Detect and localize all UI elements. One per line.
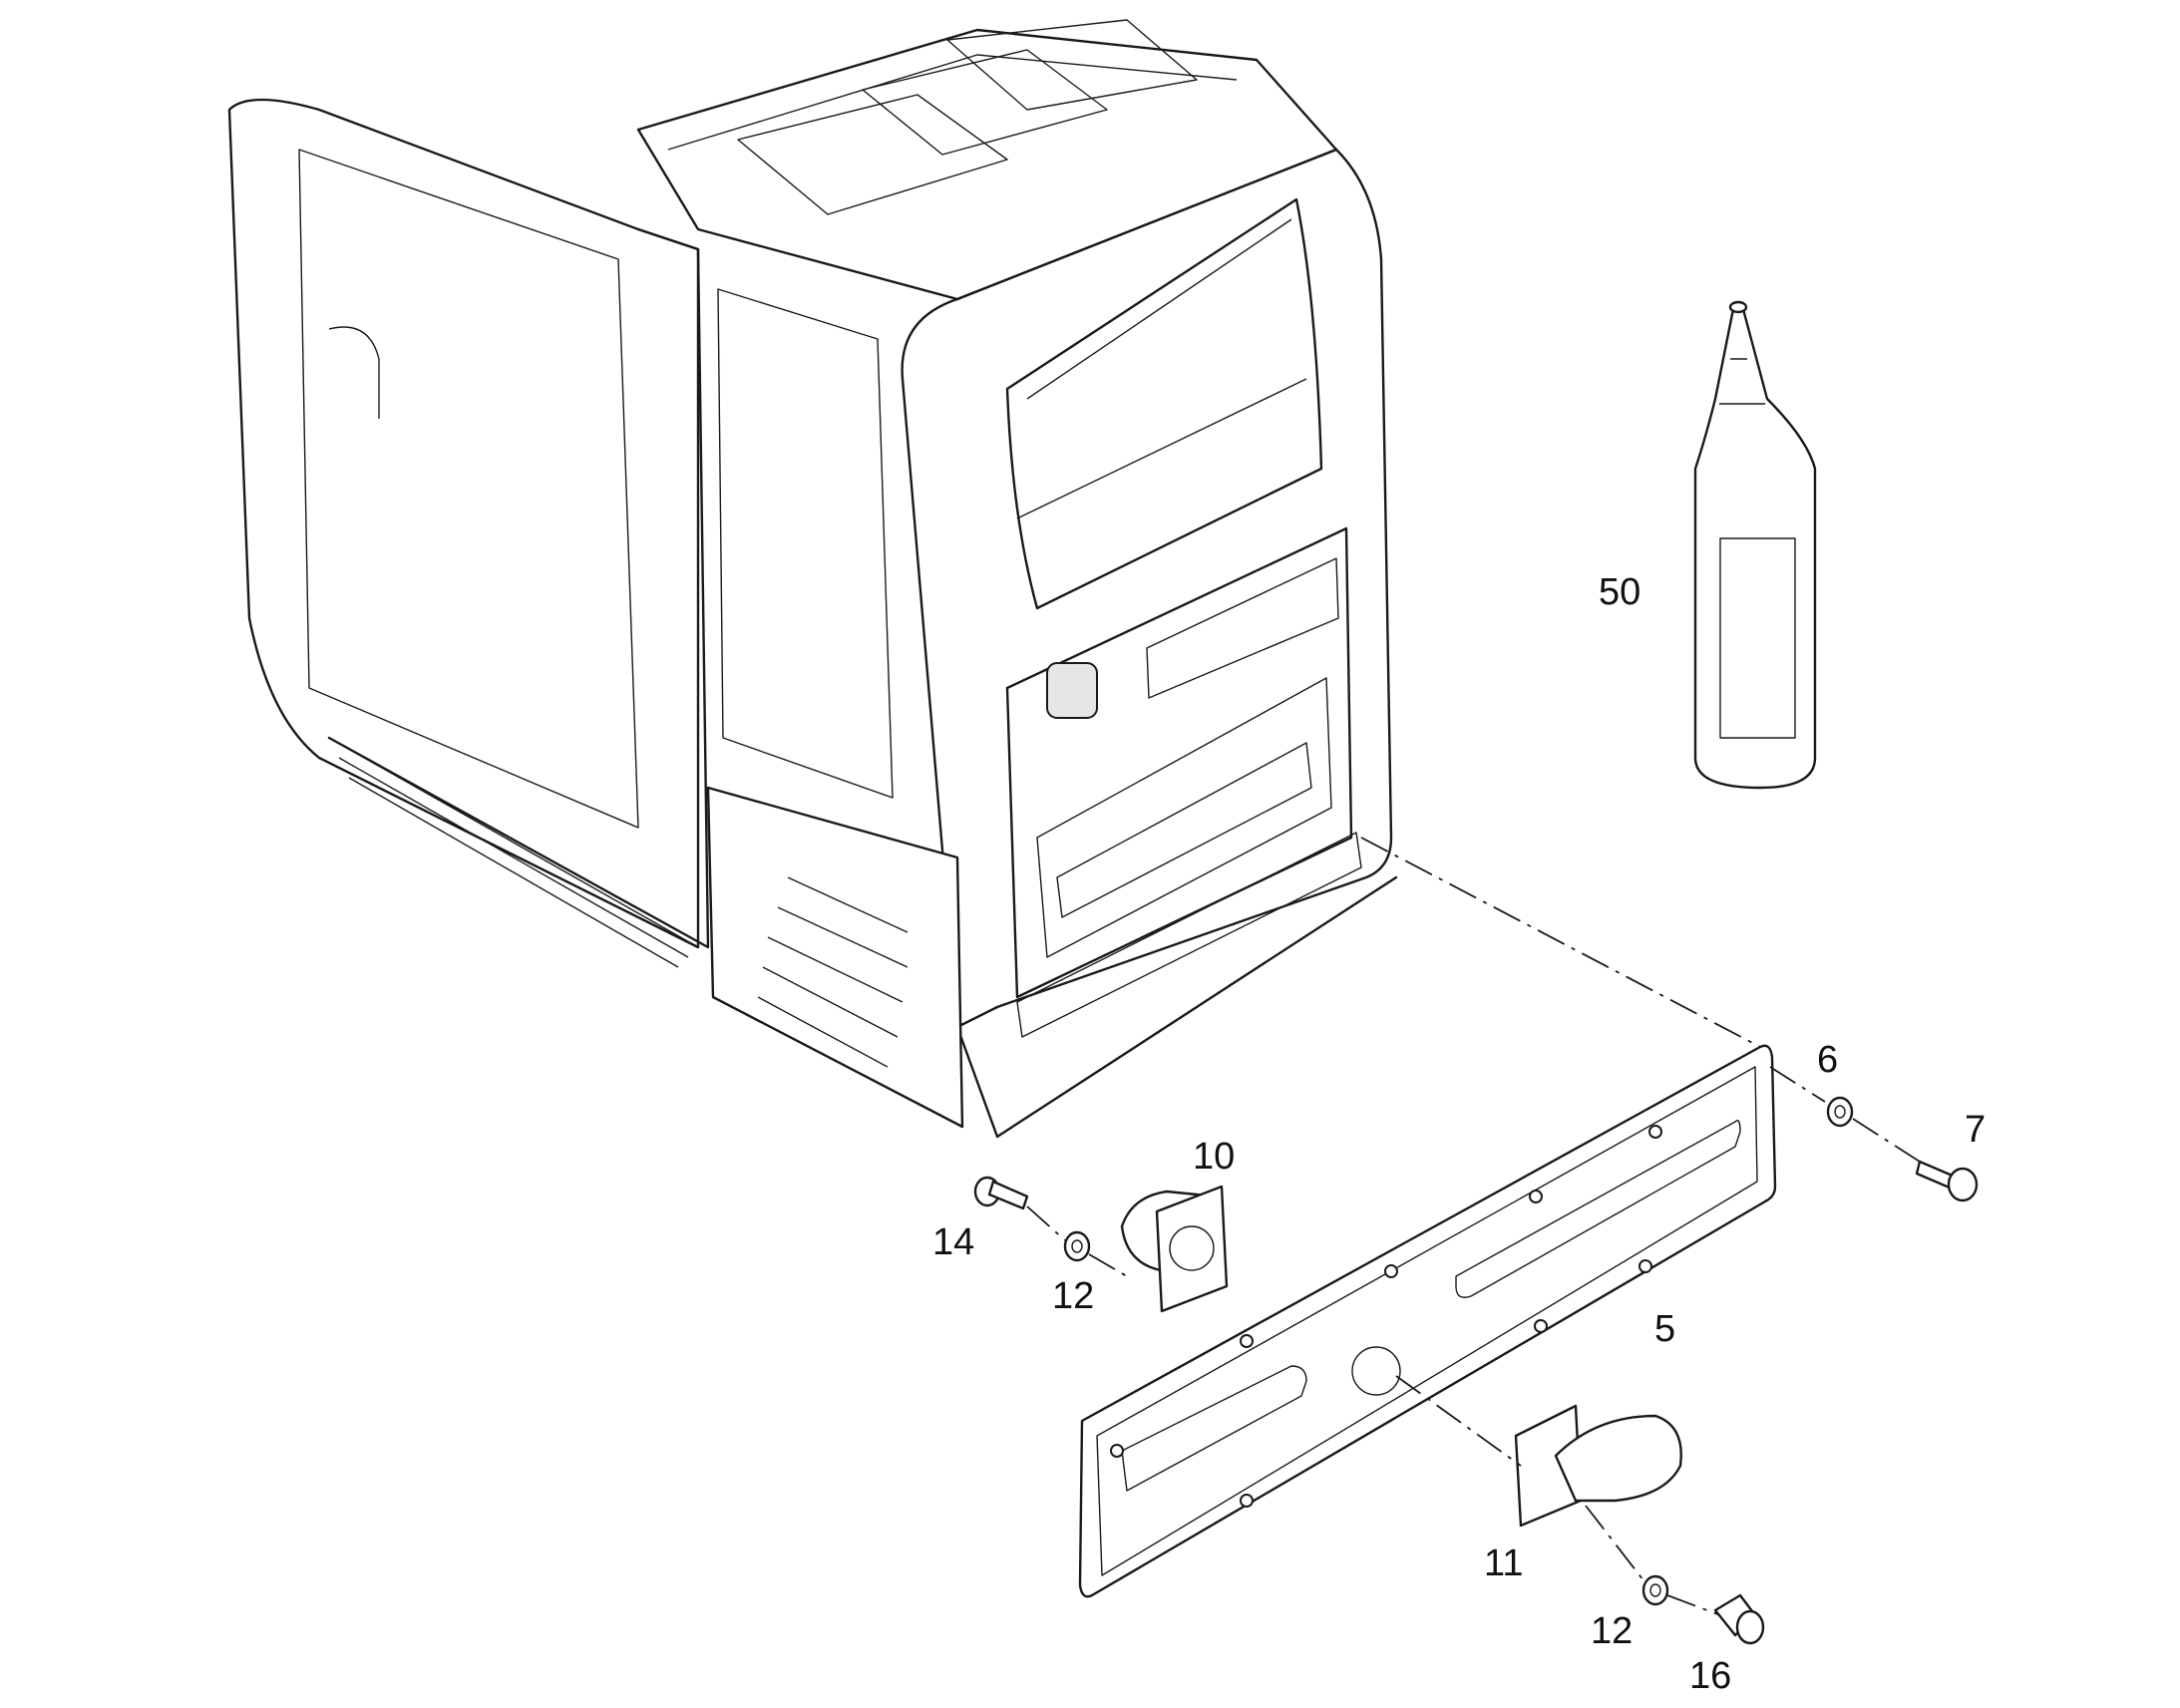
cab-door-open [227, 98, 700, 949]
callout-16: 16 [1689, 1655, 1731, 1697]
cab-floor-mat [338, 757, 689, 958]
callout-7: 7 [1965, 1109, 1986, 1151]
plate-center-hole [1351, 1346, 1401, 1396]
door-latch [1046, 662, 1098, 719]
fitting-10 [1120, 1185, 1229, 1313]
callout-14: 14 [932, 1221, 974, 1263]
bottle-label [1719, 537, 1796, 739]
callout-5: 5 [1654, 1308, 1675, 1350]
cab-side-label-plate [1146, 557, 1339, 699]
callout-10: 10 [1193, 1136, 1235, 1178]
door-glass [298, 149, 639, 829]
bottle-body [1693, 307, 1817, 790]
oil-bottle [1693, 300, 1817, 790]
alignment-lines [1026, 837, 1921, 1616]
cab-side-panel-lower [1005, 526, 1353, 999]
washer-12-bottom [1641, 1574, 1669, 1606]
roof-hatch-left [737, 94, 1008, 215]
callout-50: 50 [1599, 571, 1640, 613]
washer-12-top [1063, 1230, 1091, 1262]
plate-opening-right [1455, 1120, 1741, 1298]
cover-plate [1078, 1044, 1777, 1598]
screw-14 [973, 1176, 1029, 1210]
callout-6: 6 [1817, 1039, 1838, 1081]
cab-lower-cowl [706, 786, 964, 1129]
callout-12-top: 12 [1052, 1275, 1094, 1317]
roof-hatch-right [946, 19, 1198, 111]
callout-12-bottom: 12 [1591, 1610, 1633, 1652]
plate-opening-left [1121, 1365, 1307, 1492]
cab-side-window-upper [1005, 197, 1323, 610]
bolt-7 [1915, 1160, 1979, 1202]
callout-11: 11 [1484, 1542, 1523, 1584]
roof-hatch-mid [862, 49, 1108, 156]
cap-nut-16 [1713, 1593, 1765, 1645]
fitting-11 [1514, 1404, 1682, 1528]
cab-windshield [717, 288, 894, 799]
washer-6 [1826, 1096, 1854, 1128]
cab-assembly [227, 19, 1398, 1139]
cover-plate-body [1078, 1044, 1777, 1598]
cab-access-panel [1036, 677, 1332, 958]
